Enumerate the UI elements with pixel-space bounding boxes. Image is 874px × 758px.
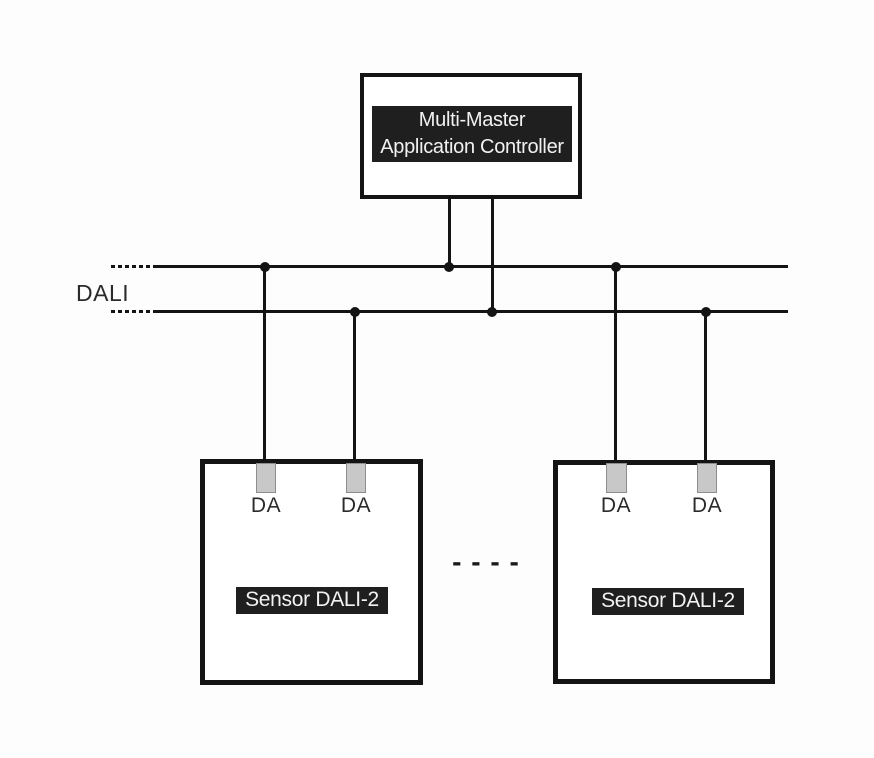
sensor2-wire-right bbox=[704, 312, 707, 463]
sensor2-da-label-left: DA bbox=[600, 494, 632, 517]
sensor1-da-terminal-right bbox=[346, 463, 366, 493]
controller-label-line2: Application Controller bbox=[380, 136, 564, 158]
sensor1-label: Sensor DALI-2 bbox=[236, 587, 388, 614]
sensor1-wire-left bbox=[263, 267, 266, 462]
sensor1-da-terminal-left bbox=[256, 463, 276, 493]
sensor1-wire-right bbox=[353, 312, 356, 462]
sensor2-label: Sensor DALI-2 bbox=[592, 588, 744, 615]
controller-label: Multi-Master Application Controller bbox=[372, 106, 572, 162]
sensor2-da-terminal-right bbox=[697, 463, 717, 493]
bus-bottom-line bbox=[155, 310, 788, 313]
controller-label-line1: Multi-Master bbox=[418, 109, 526, 131]
bus-bottom-dotted-continuation bbox=[111, 310, 156, 313]
sensor2-da-terminal-left bbox=[606, 463, 627, 493]
bus-label: DALI bbox=[76, 280, 130, 306]
controller-wire-right bbox=[491, 198, 494, 314]
more-devices-ellipsis: - - - - bbox=[452, 546, 520, 577]
sensor1-box bbox=[200, 459, 423, 685]
bus-top-dotted-continuation bbox=[111, 265, 156, 268]
sensor2-da-label-right: DA bbox=[691, 494, 723, 517]
controller-wire-left bbox=[448, 198, 451, 269]
sensor2-wire-left bbox=[614, 267, 617, 463]
junction-dot bbox=[444, 262, 454, 272]
sensor1-da-label-left: DA bbox=[250, 494, 282, 517]
bus-top-line bbox=[155, 265, 788, 268]
sensor1-da-label-right: DA bbox=[340, 494, 372, 517]
junction-dot bbox=[487, 307, 497, 317]
sensor2-box bbox=[553, 460, 775, 684]
